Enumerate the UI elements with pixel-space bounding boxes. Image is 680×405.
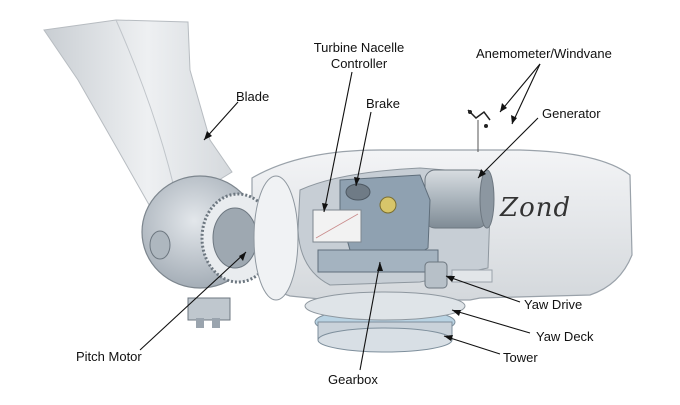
zond-logo: Zond [500,193,572,223]
label-brake: Brake [366,96,400,111]
leader-arrowheads [204,103,517,341]
label-pitch-motor: Pitch Motor [76,349,142,364]
label-generator: Generator [542,106,601,121]
label-controller-line1: Turbine Nacelle [313,40,405,55]
gear-detail [379,196,397,214]
yaw-drive-leader [445,275,521,303]
anemometer-leader-b [511,63,541,125]
label-yaw-deck: Yaw Deck [536,329,594,344]
brake-disc [345,183,371,201]
anemometer-leader-a [499,63,541,113]
tower-leader [443,335,501,355]
hub-side-port [149,230,171,260]
generator-end [479,169,495,229]
label-gearbox: Gearbox [328,372,378,387]
yaw-drive-shape [424,261,448,289]
pitch-motor-shape [187,297,231,321]
label-blade: Blade [236,89,270,104]
yaw-ring [304,291,466,321]
label-controller-line2: Controller [330,56,388,71]
generator-shape [424,169,488,229]
leader-lines [139,63,541,371]
gearbox-leader [359,261,381,371]
pitch-motor-leader [139,251,247,351]
blade-shape [43,19,233,211]
yaw-deck-leader [451,309,531,334]
label-anemometer: Anemometer/Windvane [476,46,612,61]
controller-leader [323,71,353,213]
generator-leader [477,117,539,179]
brake-leader [355,111,372,187]
label-yaw-drive: Yaw Drive [524,297,583,312]
label-tower: Tower [503,350,538,365]
tower-base [317,327,453,353]
main-flange [253,175,299,301]
anemometer-shape [467,109,491,121]
